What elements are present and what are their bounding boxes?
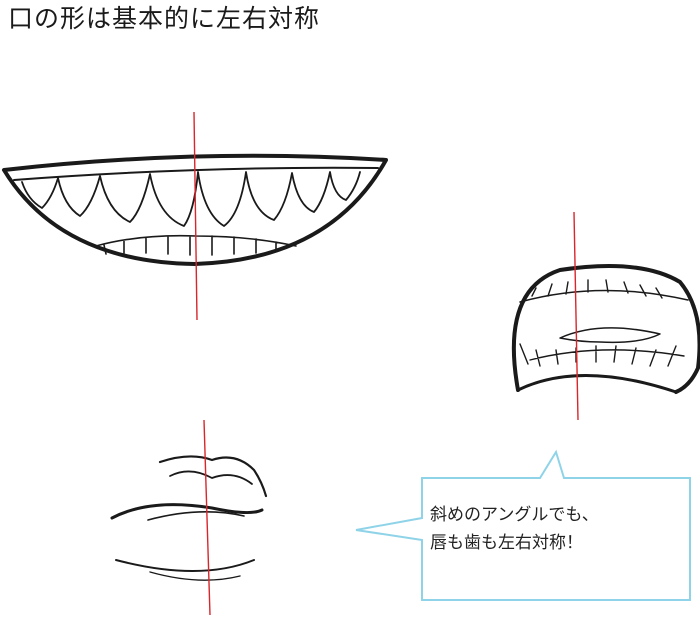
lips-angled-illustration: [110, 455, 268, 581]
chin-curve: [516, 374, 678, 394]
smile-front-illustration: [2, 153, 388, 266]
upper-gum-line: [13, 166, 379, 181]
inner-mouth-top: [519, 289, 689, 303]
smile-outline: [2, 153, 388, 266]
upper-teeth: [21, 171, 361, 227]
upper-lip-fold: [169, 470, 253, 485]
lower-lip: [115, 559, 255, 572]
lower-teeth-angled: [519, 343, 685, 367]
open-mouth-angled-illustration: [511, 264, 700, 394]
upper-lip: [158, 455, 268, 498]
callout-bubble: [355, 449, 691, 601]
callout-line-1: 斜めのアングルでも、: [430, 505, 599, 525]
page-title: 口の形は基本的に左右対称: [8, 4, 321, 33]
guide-line-2: [573, 211, 579, 421]
callout-text: 斜めのアングルでも、 唇も歯も左右対称！: [430, 501, 700, 557]
guide-line-1: [193, 111, 198, 321]
mouth-line: [110, 503, 264, 520]
guide-line-3: [203, 419, 211, 616]
teeth-gap: [147, 511, 245, 521]
callout-line-2: 唇も歯も左右対称！: [430, 533, 583, 553]
upper-teeth-angled: [531, 279, 663, 299]
tongue: [559, 327, 661, 344]
chin-shadow: [149, 571, 241, 581]
